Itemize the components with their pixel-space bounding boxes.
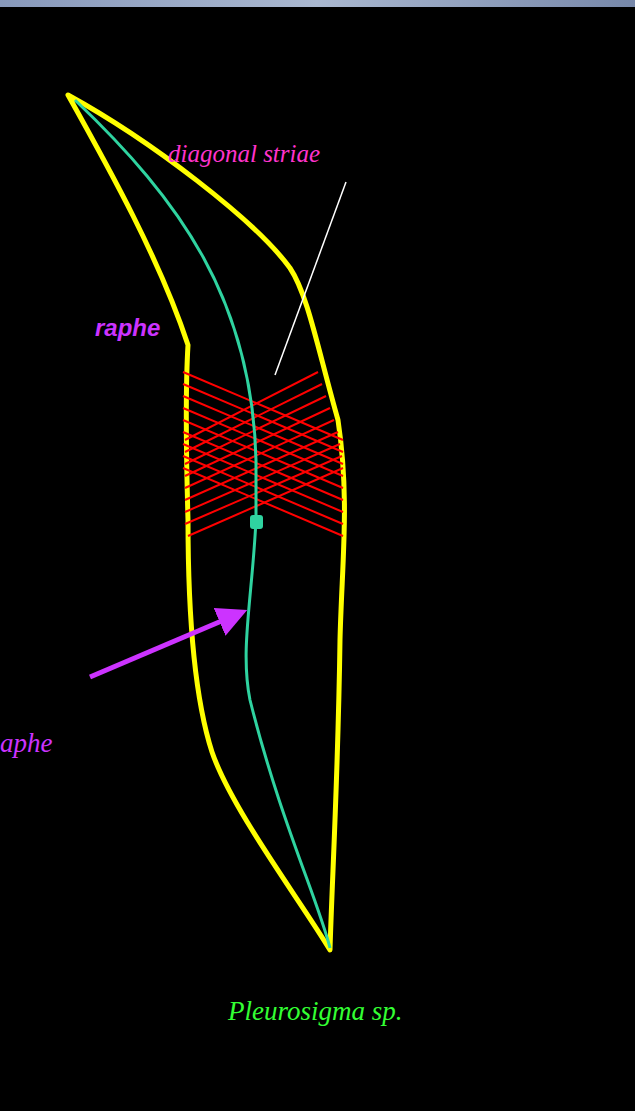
leader-line bbox=[275, 182, 346, 375]
central-nodule bbox=[250, 515, 263, 529]
species-caption: Pleurosigma sp. bbox=[228, 996, 403, 1027]
part-label: diagonal striae bbox=[168, 140, 320, 168]
diagonal-striae bbox=[183, 372, 343, 536]
top-bar bbox=[0, 0, 635, 7]
valve-outline bbox=[68, 95, 344, 950]
pointer-arrow bbox=[90, 614, 238, 677]
raphe-line bbox=[75, 100, 330, 948]
part-label: aphe bbox=[0, 728, 52, 759]
part-label: raphe bbox=[95, 314, 160, 342]
